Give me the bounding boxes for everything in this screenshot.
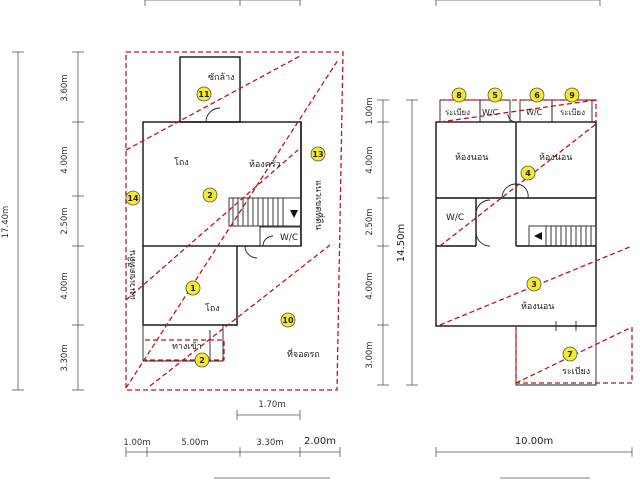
svg-text:2: 2 xyxy=(199,356,205,365)
svg-text:4: 4 xyxy=(525,169,531,178)
room-wc-top-2: W/C xyxy=(526,108,543,117)
stair-left xyxy=(228,197,302,227)
svg-text:10: 10 xyxy=(282,316,294,325)
marker-3: 3 xyxy=(526,276,542,292)
dim-v-1: 3.60m xyxy=(60,74,70,101)
svg-text:5: 5 xyxy=(492,91,498,100)
marker-14: 14 xyxy=(125,190,141,206)
marker-10: 10 xyxy=(280,312,296,328)
upper-floor-plan: 1.00m 4.00m 2.50m 4.00m 3.00m 14.50m xyxy=(365,0,633,479)
marker-7: 7 xyxy=(562,346,578,362)
svg-text:8: 8 xyxy=(456,91,462,100)
dim-h-3: 3.30m xyxy=(256,438,283,448)
room-balcony-top-right: ระเบียง xyxy=(560,108,585,117)
room-laundry: ซักล้าง xyxy=(208,72,235,83)
room-balcony-top-left: ระเบียง xyxy=(445,108,470,117)
marker-2-bottom: 2 xyxy=(194,352,210,368)
room-entrance: ทางเข้า xyxy=(172,341,202,352)
dim-rv-2: 4.00m xyxy=(365,146,375,173)
dim-rv-1: 1.00m xyxy=(365,97,375,124)
svg-text:9: 9 xyxy=(569,91,575,100)
svg-text:13: 13 xyxy=(312,150,323,159)
dim-h-4: 2.00m xyxy=(304,436,336,447)
dim-rv-5: 3.00m xyxy=(365,341,375,368)
room-living-top: โถง xyxy=(174,157,189,168)
room-wc-top-1: W/C xyxy=(482,108,499,117)
svg-text:2: 2 xyxy=(207,191,213,200)
marker-4: 4 xyxy=(520,165,536,181)
room-kitchen: ห้องครัว xyxy=(249,159,281,170)
dim-rh-total: 10.00m xyxy=(515,436,553,447)
svg-text:3: 3 xyxy=(531,280,537,289)
room-bedroom-bottom: ห้องนอน xyxy=(521,301,554,312)
room-wc-mid: W/C xyxy=(446,213,464,223)
room-parking: ที่จอดรถ xyxy=(287,347,320,360)
room-wc-ground: W/C xyxy=(280,233,298,243)
dim-inner: 1.70m xyxy=(258,400,285,410)
marker-9: 9 xyxy=(564,87,580,103)
marker-5: 5 xyxy=(487,87,503,103)
dim-h-1: 1.00m xyxy=(123,438,150,448)
svg-text:1: 1 xyxy=(190,284,196,293)
marker-1: 1 xyxy=(185,280,201,296)
dim-v-2: 4.00m xyxy=(60,146,70,173)
room-bedroom-right: ห้องนอน xyxy=(539,152,572,163)
dim-v-4: 4.00m xyxy=(60,272,70,299)
ground-floor-plan: 3.60m 4.00m 2.50m 4.00m 3.30m 17.40m xyxy=(1,0,344,479)
svg-text:14: 14 xyxy=(127,194,139,203)
marker-11: 11 xyxy=(196,86,212,102)
marker-8: 8 xyxy=(451,87,467,103)
marker-6: 6 xyxy=(529,87,545,103)
dim-v-5: 3.30m xyxy=(60,344,70,371)
svg-text:11: 11 xyxy=(198,90,210,99)
marker-13: 13 xyxy=(310,146,326,162)
room-bedroom-left: ห้องนอน xyxy=(455,152,488,163)
dim-rv-3: 2.50m xyxy=(365,208,375,235)
dim-v-3: 2.50m xyxy=(60,207,70,234)
stair-right xyxy=(528,225,597,247)
dim-v-total: 17.40m xyxy=(1,206,11,239)
dim-h-2: 5.00m xyxy=(181,438,208,448)
dim-rv-4: 4.00m xyxy=(365,272,375,299)
dim-rv-total: 14.50m xyxy=(396,224,407,262)
marker-2-top: 2 xyxy=(202,187,218,203)
room-living-bottom: โถง xyxy=(205,303,220,314)
room-balcony-bottom: ระเบียง xyxy=(562,366,590,377)
label-boundary-right: แนวเขตที่ดิน xyxy=(313,180,326,230)
label-boundary-left: แนวเขตที่ดิน xyxy=(125,250,138,300)
svg-text:7: 7 xyxy=(567,350,573,359)
svg-text:6: 6 xyxy=(534,91,540,100)
